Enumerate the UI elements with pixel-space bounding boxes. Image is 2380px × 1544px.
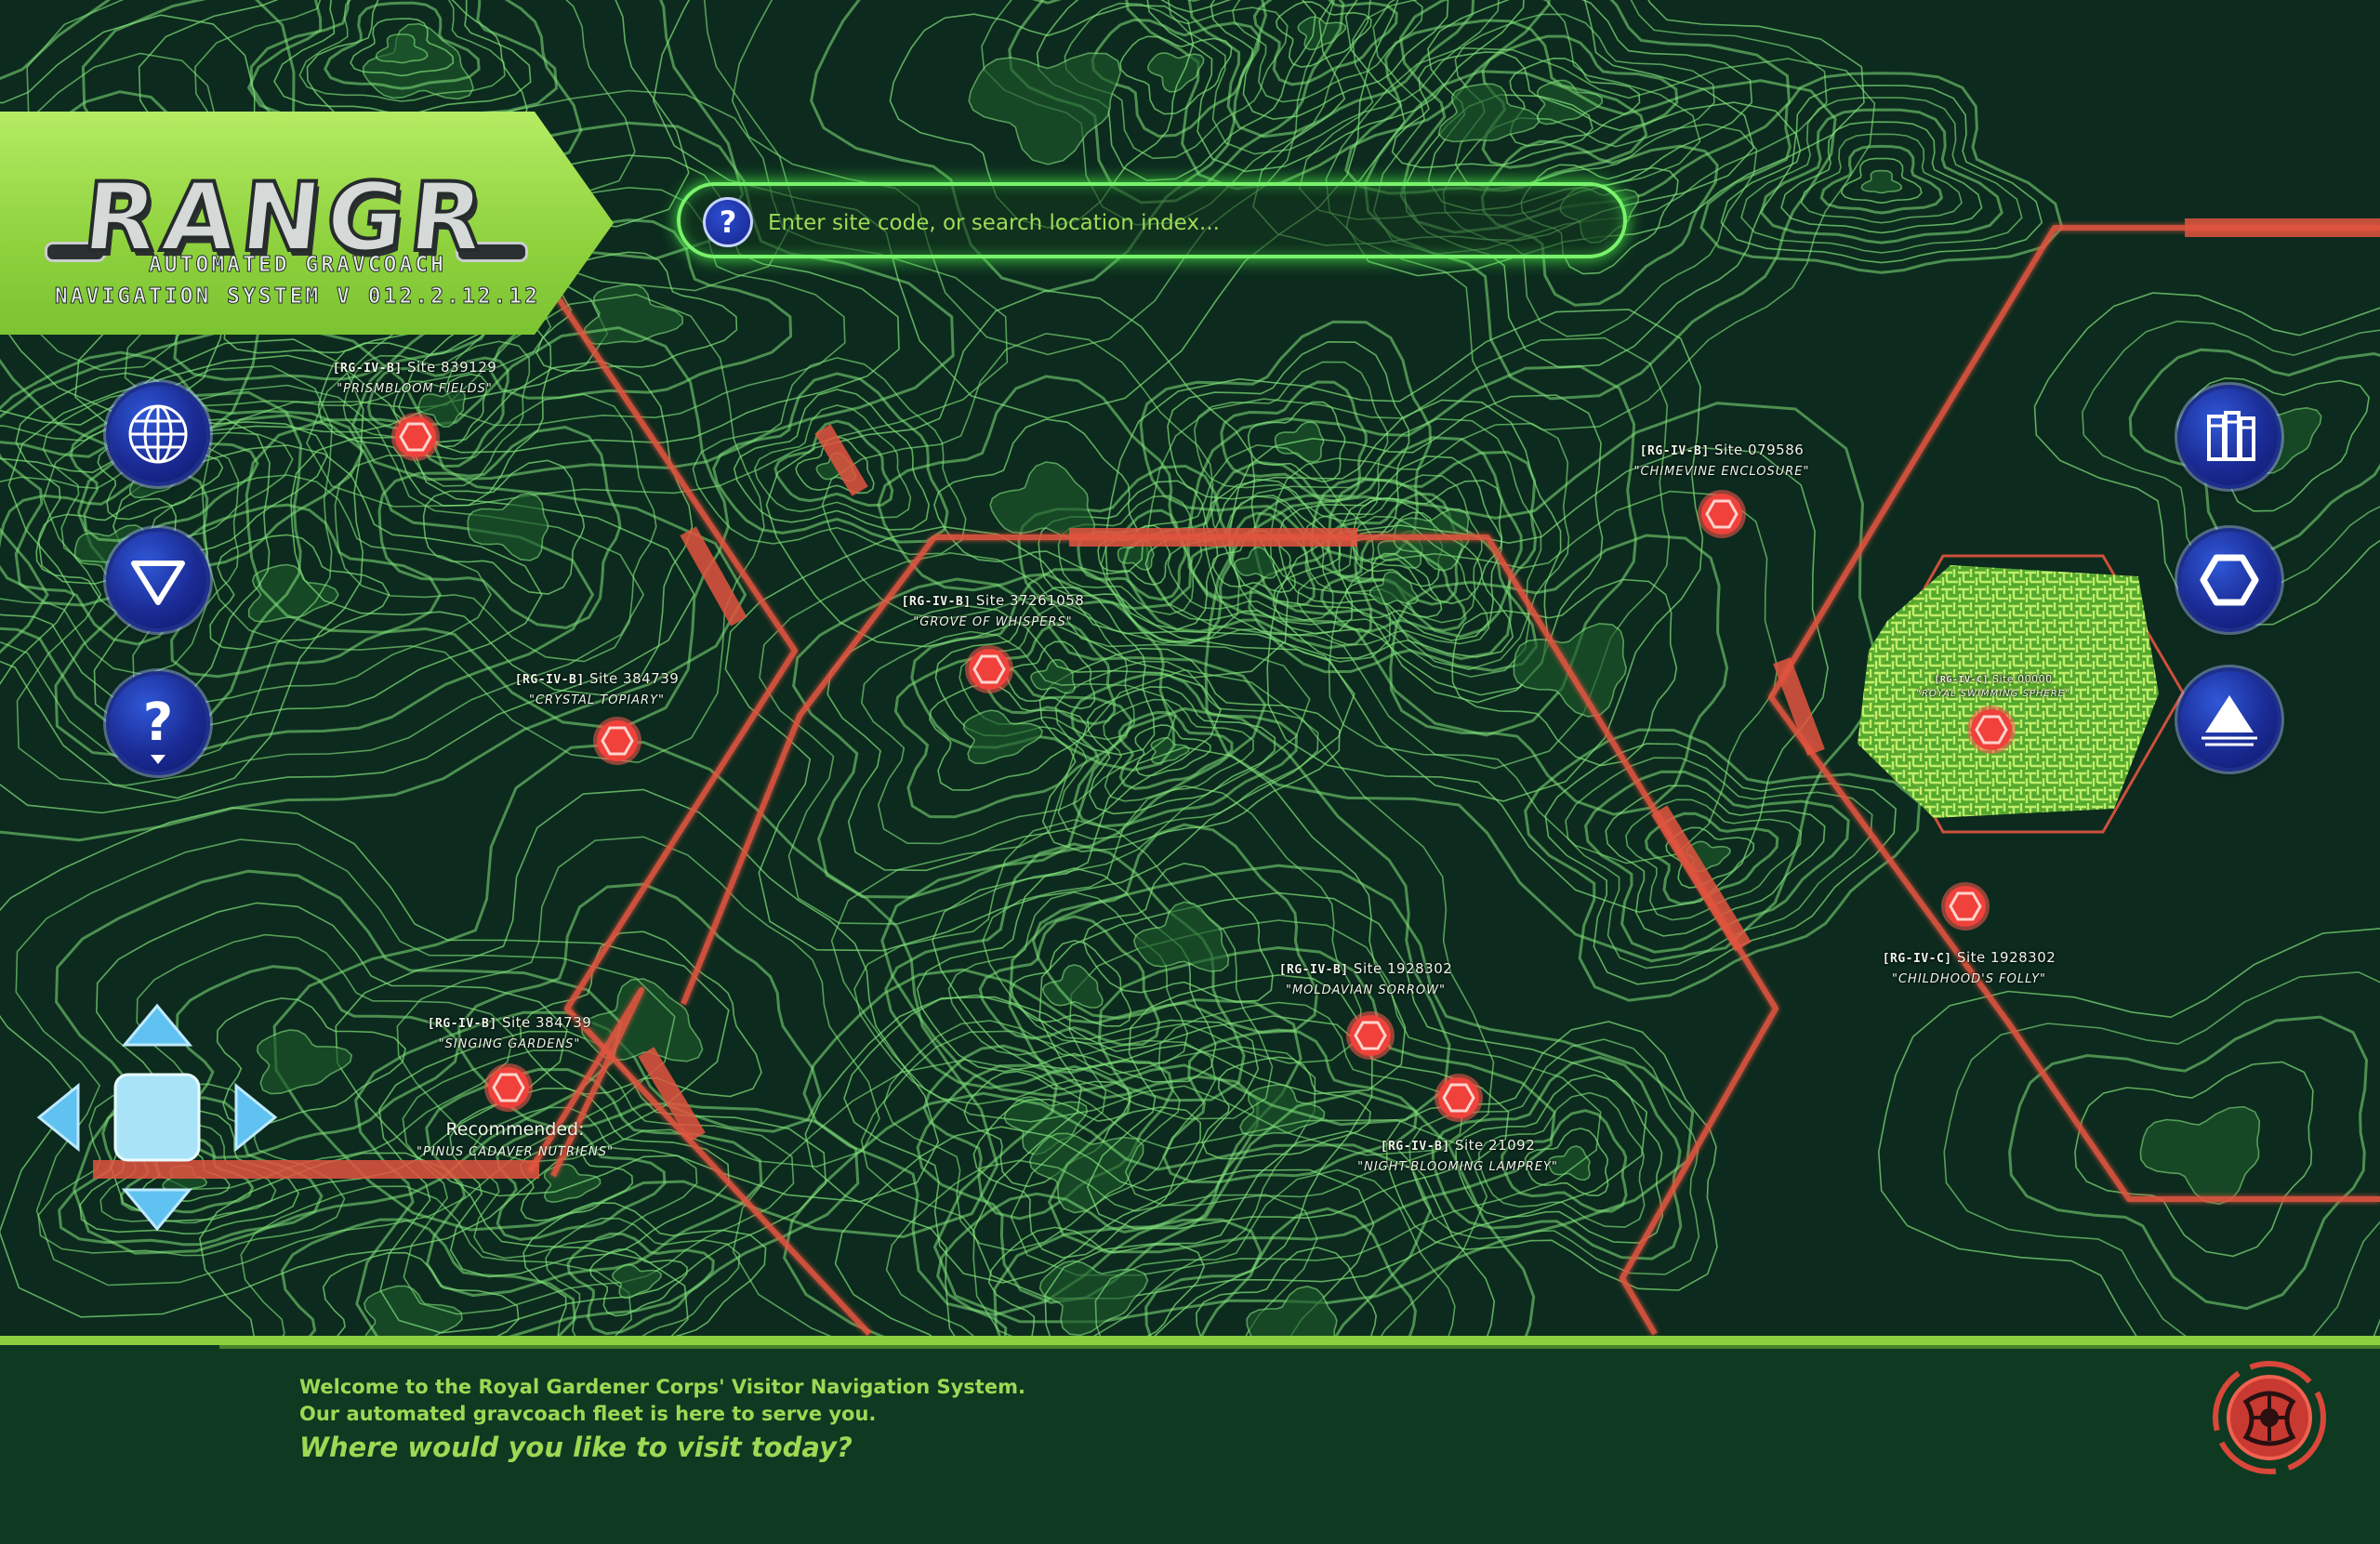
recommendation-item[interactable]: "Pinus Cadaver Nutriens" [416, 1145, 614, 1159]
site-number: Site 37261058 [975, 592, 1085, 609]
site-marker-grove-of-whispers[interactable] [963, 643, 1015, 695]
site-code: [RG-IV-B] [332, 362, 403, 376]
maze-zone [1858, 554, 2185, 834]
site-label-moldavian-sorrow: [RG-IV-B] Site 1928302 "Moldavian Sorrow… [1212, 959, 1519, 1000]
site-label-singing-gardens: [RG-IV-B] Site 384739 "Singing Gardens" [356, 1013, 663, 1054]
site-label-night-blooming-lamprey: [RG-IV-B] Site 21092 "Night-Blooming Lam… [1304, 1136, 1611, 1177]
help-search-icon[interactable]: ? [703, 197, 753, 247]
help-question-icon: ? [143, 693, 173, 764]
footer-panel [0, 1336, 2380, 1544]
site-label-crystal-topiary: [RG-IV-B] Site 384739 "Crystal Topiary" [443, 669, 750, 710]
site-name: "Crystal Topiary" [529, 693, 665, 707]
royal-gardener-emblem-icon [2213, 1361, 2326, 1474]
hexagon-button[interactable] [2181, 532, 2278, 628]
direction-pad[interactable] [35, 996, 286, 1238]
elevation-button[interactable] [2181, 671, 2278, 768]
site-code: [RG-IV-B] [901, 595, 972, 609]
site-number: Site 00000 [1992, 673, 2053, 685]
site-label-chimevine-enclosure: [RG-IV-B] Site 079586 "Chimevine Enclosu… [1568, 441, 1875, 482]
logo-bar-right [456, 242, 528, 262]
site-label-royal-swimming-sphere: [RG-IV-C] Site 00000 "Royal Swimming Sph… [1891, 673, 2096, 701]
recommendation-label: Recommended: [445, 1119, 585, 1140]
welcome-question: Where would you like to visit today? [299, 1432, 853, 1463]
pad-center-button[interactable] [113, 1073, 201, 1162]
site-marker-moldavian-sorrow[interactable] [1344, 1010, 1396, 1062]
site-number: Site 839129 [406, 359, 497, 376]
site-marker-childhoods-folly[interactable] [1939, 880, 1991, 932]
hexagon-icon [2200, 554, 2259, 606]
site-marker-royal-swimming-sphere[interactable] [1965, 704, 2017, 756]
site-number: Site 384739 [501, 1014, 592, 1031]
triangle-up-icon [2202, 695, 2257, 746]
pad-right-arrow[interactable] [234, 1082, 278, 1153]
site-number: Site 384739 [588, 670, 680, 687]
welcome-line-2: Our automated gravcoach fleet is here to… [299, 1403, 877, 1425]
filter-down-button[interactable] [110, 532, 206, 628]
gravcoach-routes [0, 218, 2380, 1337]
site-name: "Childhood's Folly" [1892, 972, 2046, 986]
site-name: "Royal Swimming Sphere" [1916, 689, 2070, 699]
site-code: [RG-IV-B] [1278, 963, 1349, 977]
welcome-line-1: Welcome to the Royal Gardener Corps' Vis… [299, 1376, 1025, 1398]
recommendation: Recommended: "Pinus Cadaver Nutriens" [366, 1119, 664, 1163]
logo-banner [0, 112, 614, 335]
site-name: "Prismbloom Fields" [337, 382, 493, 396]
site-name: "Singing Gardens" [438, 1037, 581, 1051]
globe-icon [128, 404, 188, 464]
site-name: "Moldavian Sorrow" [1285, 983, 1447, 997]
help-glyph: ? [143, 693, 173, 753]
site-label-prismbloom-fields: [RG-IV-B] Site 839129 "Prismbloom Fields… [261, 358, 568, 399]
site-name: "Chimevine Enclosure" [1633, 465, 1810, 479]
search-input[interactable] [766, 202, 1588, 244]
site-code: [RG-IV-B] [427, 1017, 497, 1031]
site-number: Site 1928302 [1956, 949, 2056, 966]
archive-button[interactable] [2181, 389, 2278, 485]
site-marker-crystal-topiary[interactable] [591, 715, 643, 767]
site-marker-prismbloom-fields[interactable] [390, 411, 442, 463]
site-label-childhoods-folly: [RG-IV-C] Site 1928302 "Childhood's Foll… [1816, 948, 2122, 989]
search-bar[interactable]: ? [677, 182, 1627, 258]
pad-up-arrow[interactable] [121, 1003, 193, 1047]
site-marker-chimevine-enclosure[interactable] [1696, 488, 1748, 540]
app-subtitle-line1: Automated Gravcoach [148, 253, 447, 278]
site-code: [RG-IV-C] [1934, 675, 1990, 685]
globe-button[interactable] [110, 386, 206, 482]
archive-books-icon [2207, 411, 2255, 461]
site-marker-singing-gardens[interactable] [483, 1062, 535, 1114]
app-subtitle-line2: Navigation System V 012.2.12.12 [54, 284, 541, 310]
pad-left-arrow[interactable] [36, 1082, 80, 1153]
pad-down-arrow[interactable] [121, 1188, 193, 1232]
site-code: [RG-IV-B] [1380, 1140, 1450, 1154]
down-triangle-icon [131, 561, 185, 605]
site-code: [RG-IV-B] [514, 673, 585, 687]
site-code: [RG-IV-B] [1639, 444, 1710, 458]
logo-bar-left [45, 242, 106, 262]
site-code: [RG-IV-C] [1882, 952, 1952, 966]
site-number: Site 21092 [1454, 1137, 1536, 1154]
site-label-grove-of-whispers: [RG-IV-B] Site 37261058 "Grove of Whispe… [840, 591, 1146, 632]
site-name: "Grove of Whispers" [913, 615, 1073, 629]
site-number: Site 079586 [1713, 442, 1805, 458]
help-button[interactable]: ? [110, 675, 206, 772]
welcome-message: Welcome to the Royal Gardener Corps' Vis… [299, 1374, 1508, 1467]
site-number: Site 1928302 [1353, 960, 1453, 977]
site-marker-night-blooming-lamprey[interactable] [1433, 1072, 1485, 1124]
site-name: "Night-Blooming Lamprey" [1357, 1160, 1558, 1174]
